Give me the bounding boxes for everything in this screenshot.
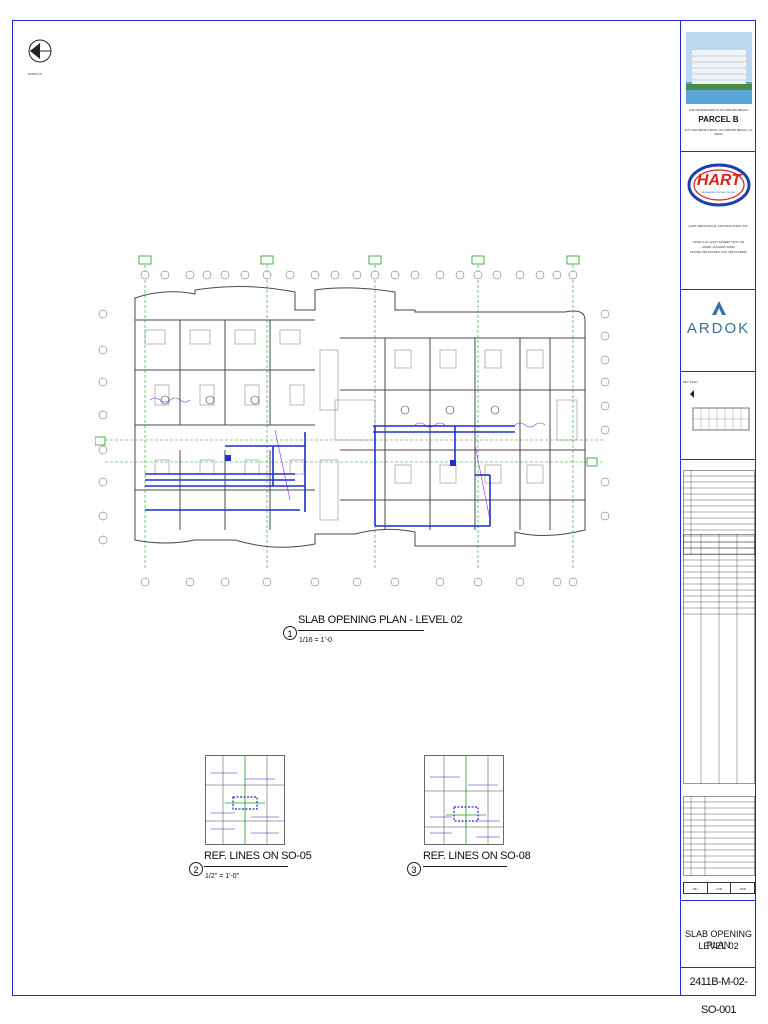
drawn-checked-approved-row: MH CJR RKS <box>683 882 755 894</box>
key-plan-drawing <box>690 390 750 431</box>
slab-opening-floor-plan <box>95 255 610 587</box>
drawing-sheet-border <box>12 20 756 996</box>
main-view-title: SLAB OPENING PLAN - LEVEL 02 <box>298 614 463 626</box>
view-number-1: 1 <box>283 626 297 640</box>
project-name-small: THE RESIDENCES AT HILLSBORO BEACH <box>688 108 749 112</box>
detail-3-title: REF. LINES ON SO-08 <box>423 850 531 862</box>
issue-table <box>683 796 755 876</box>
contractor-name: HART MECHANICAL CONTRACTORS, INC. <box>688 224 749 228</box>
detail-2-drawing <box>205 755 285 845</box>
sheet-title-line-1: SLAB OPENING PLAN <box>684 929 753 950</box>
hart-logo-subtext: MECHANICAL CONTRACTORS, INC. <box>701 192 737 194</box>
project-rendering-image <box>686 32 752 104</box>
view-number-3: 3 <box>407 862 421 876</box>
contractor-address: 10300 S.W. 121ST STREET UNIT 101 <box>692 240 745 244</box>
detail-2-scale: 1/2" = 1'-0" <box>205 873 240 880</box>
parcel-label: PARCEL B <box>698 115 739 124</box>
detail-2-title-underline <box>204 866 288 867</box>
hart-logo-text: HART <box>696 172 742 189</box>
project-section: THE RESIDENCES AT HILLSBORO BEACH PARCEL… <box>681 20 756 152</box>
consultant-section: ARDOK <box>681 290 756 372</box>
detail-2-title: REF. LINES ON SO-05 <box>204 850 312 862</box>
approved-by: RKS <box>739 887 746 891</box>
contractor-city: MIAMI, FLORIDA 33186 <box>702 245 735 249</box>
north-arrow-icon <box>28 39 52 63</box>
detail-3-title-underline <box>423 866 507 867</box>
key-plan-section: KEY PLAN <box>681 372 756 460</box>
project-address: 1177 HILLSBORO BLVD, HILLSBORO BEACH, FL… <box>684 128 753 136</box>
main-view-title-underline <box>298 630 424 631</box>
main-view-scale: 1/16 = 1'-0 <box>299 637 333 644</box>
sheet-title-line-2: LEVEL 02 <box>698 941 739 951</box>
hart-logo <box>687 163 751 207</box>
drawn-by: MH <box>684 883 708 893</box>
ardok-mountain-icon <box>712 301 726 315</box>
sheet-title-section: SLAB OPENING PLAN LEVEL 02 <box>681 900 756 968</box>
ardok-logo-text: ARDOK <box>686 320 751 337</box>
contractor-section: HART MECHANICAL CONTRACTORS, INC. HART M… <box>681 152 756 290</box>
detail-3-drawing <box>424 755 504 845</box>
view-number-2: 2 <box>189 862 203 876</box>
sheet-index-table <box>683 534 755 784</box>
contractor-phone: PHONE 786-573-8637 FAX 786-573-8086 <box>690 250 747 254</box>
checked-by: CJR <box>708 883 732 893</box>
sheet-number: 2411B-M-02-SO-001 <box>689 976 748 1016</box>
key-plan-label: KEY PLAN <box>683 380 698 384</box>
north-label: NORTH 0° <box>28 72 43 76</box>
title-block: THE RESIDENCES AT HILLSBORO BEACH PARCEL… <box>680 20 756 1016</box>
